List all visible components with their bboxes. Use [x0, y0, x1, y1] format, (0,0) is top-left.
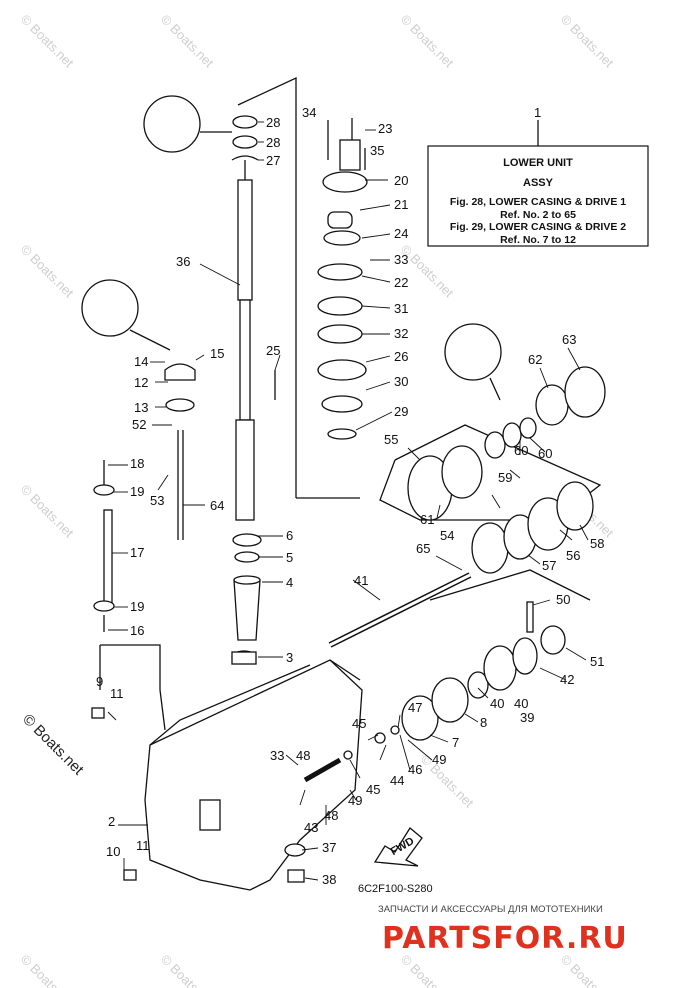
- part-label: 65: [416, 541, 430, 556]
- part-label: 40: [514, 696, 528, 711]
- watermark-text: © Boats.net: [18, 242, 77, 301]
- part-label: 28: [266, 115, 280, 130]
- part-label: 59: [498, 470, 512, 485]
- part-label: 50: [556, 592, 570, 607]
- part-label: 11: [110, 686, 124, 701]
- watermark-text: © Boats.net: [398, 952, 457, 988]
- part-label: 5: [286, 550, 293, 565]
- part-label: 58: [590, 536, 604, 551]
- part-label: 44: [390, 773, 404, 788]
- part-label: 52: [132, 417, 146, 432]
- part-label: 40: [490, 696, 504, 711]
- part-label: 64: [210, 498, 224, 513]
- drawing-code: 6C2F100-S280: [358, 883, 433, 895]
- part-label: 13: [134, 400, 148, 415]
- part-label: 42: [560, 672, 574, 687]
- part-label: 17: [130, 545, 144, 560]
- part-label: 46: [408, 762, 422, 777]
- part-label: 39: [520, 710, 534, 725]
- part-label: 9: [96, 674, 103, 689]
- part-label: 48: [324, 808, 338, 823]
- info-box-line-5: Fig. 29, LOWER CASING & DRIVE 2: [450, 221, 626, 233]
- part-label: 11: [136, 838, 150, 853]
- part-label: 2: [108, 814, 115, 829]
- part-label: 15: [210, 346, 224, 361]
- part-label: 49: [432, 752, 446, 767]
- part-label: 19: [130, 599, 144, 614]
- part-label: 29: [394, 404, 408, 419]
- watermark-text: © Boats.net: [18, 482, 77, 541]
- info-box-line-1: LOWER UNIT: [503, 157, 573, 169]
- part-label: 51: [590, 654, 604, 669]
- brand-tagline: ЗАПЧАСТИ И АКСЕССУАРЫ ДЛЯ МОТОТЕХНИКИ: [378, 904, 603, 915]
- part-label: 12: [134, 375, 148, 390]
- part-label: 49: [348, 793, 362, 808]
- part-label: 57: [542, 558, 556, 573]
- part-label: 20: [394, 173, 408, 188]
- watermark-text: © Boats.net: [18, 12, 77, 71]
- side-watermark: © Boats.net: [19, 711, 87, 779]
- part-label: 62: [528, 352, 542, 367]
- part-label: 36: [176, 254, 190, 269]
- part-label: 56: [566, 548, 580, 563]
- part-label: 54: [440, 528, 454, 543]
- part-label: 60: [514, 443, 528, 458]
- part-label: 4: [286, 575, 293, 590]
- part-label: 45: [352, 716, 366, 731]
- part-label: 23: [378, 121, 392, 136]
- part-label-group: 2 3 4 5 6 7 8 9 10 11 11 12 13 14 15 16 …: [96, 105, 604, 887]
- part-label: 26: [394, 349, 408, 364]
- info-box-line-3: Fig. 28, LOWER CASING & DRIVE 1: [450, 196, 626, 208]
- info-box-line-4: Ref. No. 2 to 65: [500, 209, 576, 221]
- part-label: 34: [302, 105, 316, 120]
- part-label: 48: [296, 748, 310, 763]
- part-label: 55: [384, 432, 398, 447]
- part-label: 60: [538, 446, 552, 461]
- part-label: 16: [130, 623, 144, 638]
- part-label: 6: [286, 528, 293, 543]
- part-label: 45: [366, 782, 380, 797]
- watermark-text: © Boats.net: [558, 952, 617, 988]
- part-label: 18: [130, 456, 144, 471]
- watermark-text: © Boats.net: [158, 952, 217, 988]
- drawing-lines: [81, 76, 649, 891]
- watermark-text: © Boats.net: [418, 752, 477, 811]
- watermark-text: © Boats.net: [558, 12, 617, 71]
- part-label: 7: [452, 735, 459, 750]
- part-label: 3: [286, 650, 293, 665]
- part-label: 14: [134, 354, 148, 369]
- part-label: 24: [394, 226, 408, 241]
- part-label: 21: [394, 197, 408, 212]
- part-label: 38: [322, 872, 336, 887]
- part-label: 35: [370, 143, 384, 158]
- part-label: 22: [394, 275, 408, 290]
- watermark-text: © Boats.net: [398, 12, 457, 71]
- part-label: 61: [420, 512, 434, 527]
- info-box-ref: 1: [534, 105, 541, 120]
- part-label: 10: [106, 844, 120, 859]
- part-label: 41: [354, 573, 368, 588]
- part-label: 43: [304, 820, 318, 835]
- info-box-line-2: ASSY: [523, 177, 554, 189]
- part-label: 32: [394, 326, 408, 341]
- part-label: 28: [266, 135, 280, 150]
- part-label: 8: [480, 715, 487, 730]
- part-label: 25: [266, 343, 280, 358]
- watermark-text: © Boats.net: [158, 12, 217, 71]
- part-label: 53: [150, 493, 164, 508]
- watermark-text: © Boats.net: [18, 952, 77, 988]
- part-label: 30: [394, 374, 408, 389]
- part-label: 19: [130, 484, 144, 499]
- part-label: 37: [322, 840, 336, 855]
- part-label: 31: [394, 301, 408, 316]
- part-label: 33: [270, 748, 284, 763]
- part-label: 63: [562, 332, 576, 347]
- part-label: 47: [408, 700, 422, 715]
- info-box-line-6: Ref. No. 7 to 12: [500, 234, 576, 246]
- part-label: 27: [266, 153, 280, 168]
- watermark-text: © Boats.net: [398, 242, 457, 301]
- part-label: 33: [394, 252, 408, 267]
- brand-logo: PARTSFOR.RU: [382, 921, 628, 956]
